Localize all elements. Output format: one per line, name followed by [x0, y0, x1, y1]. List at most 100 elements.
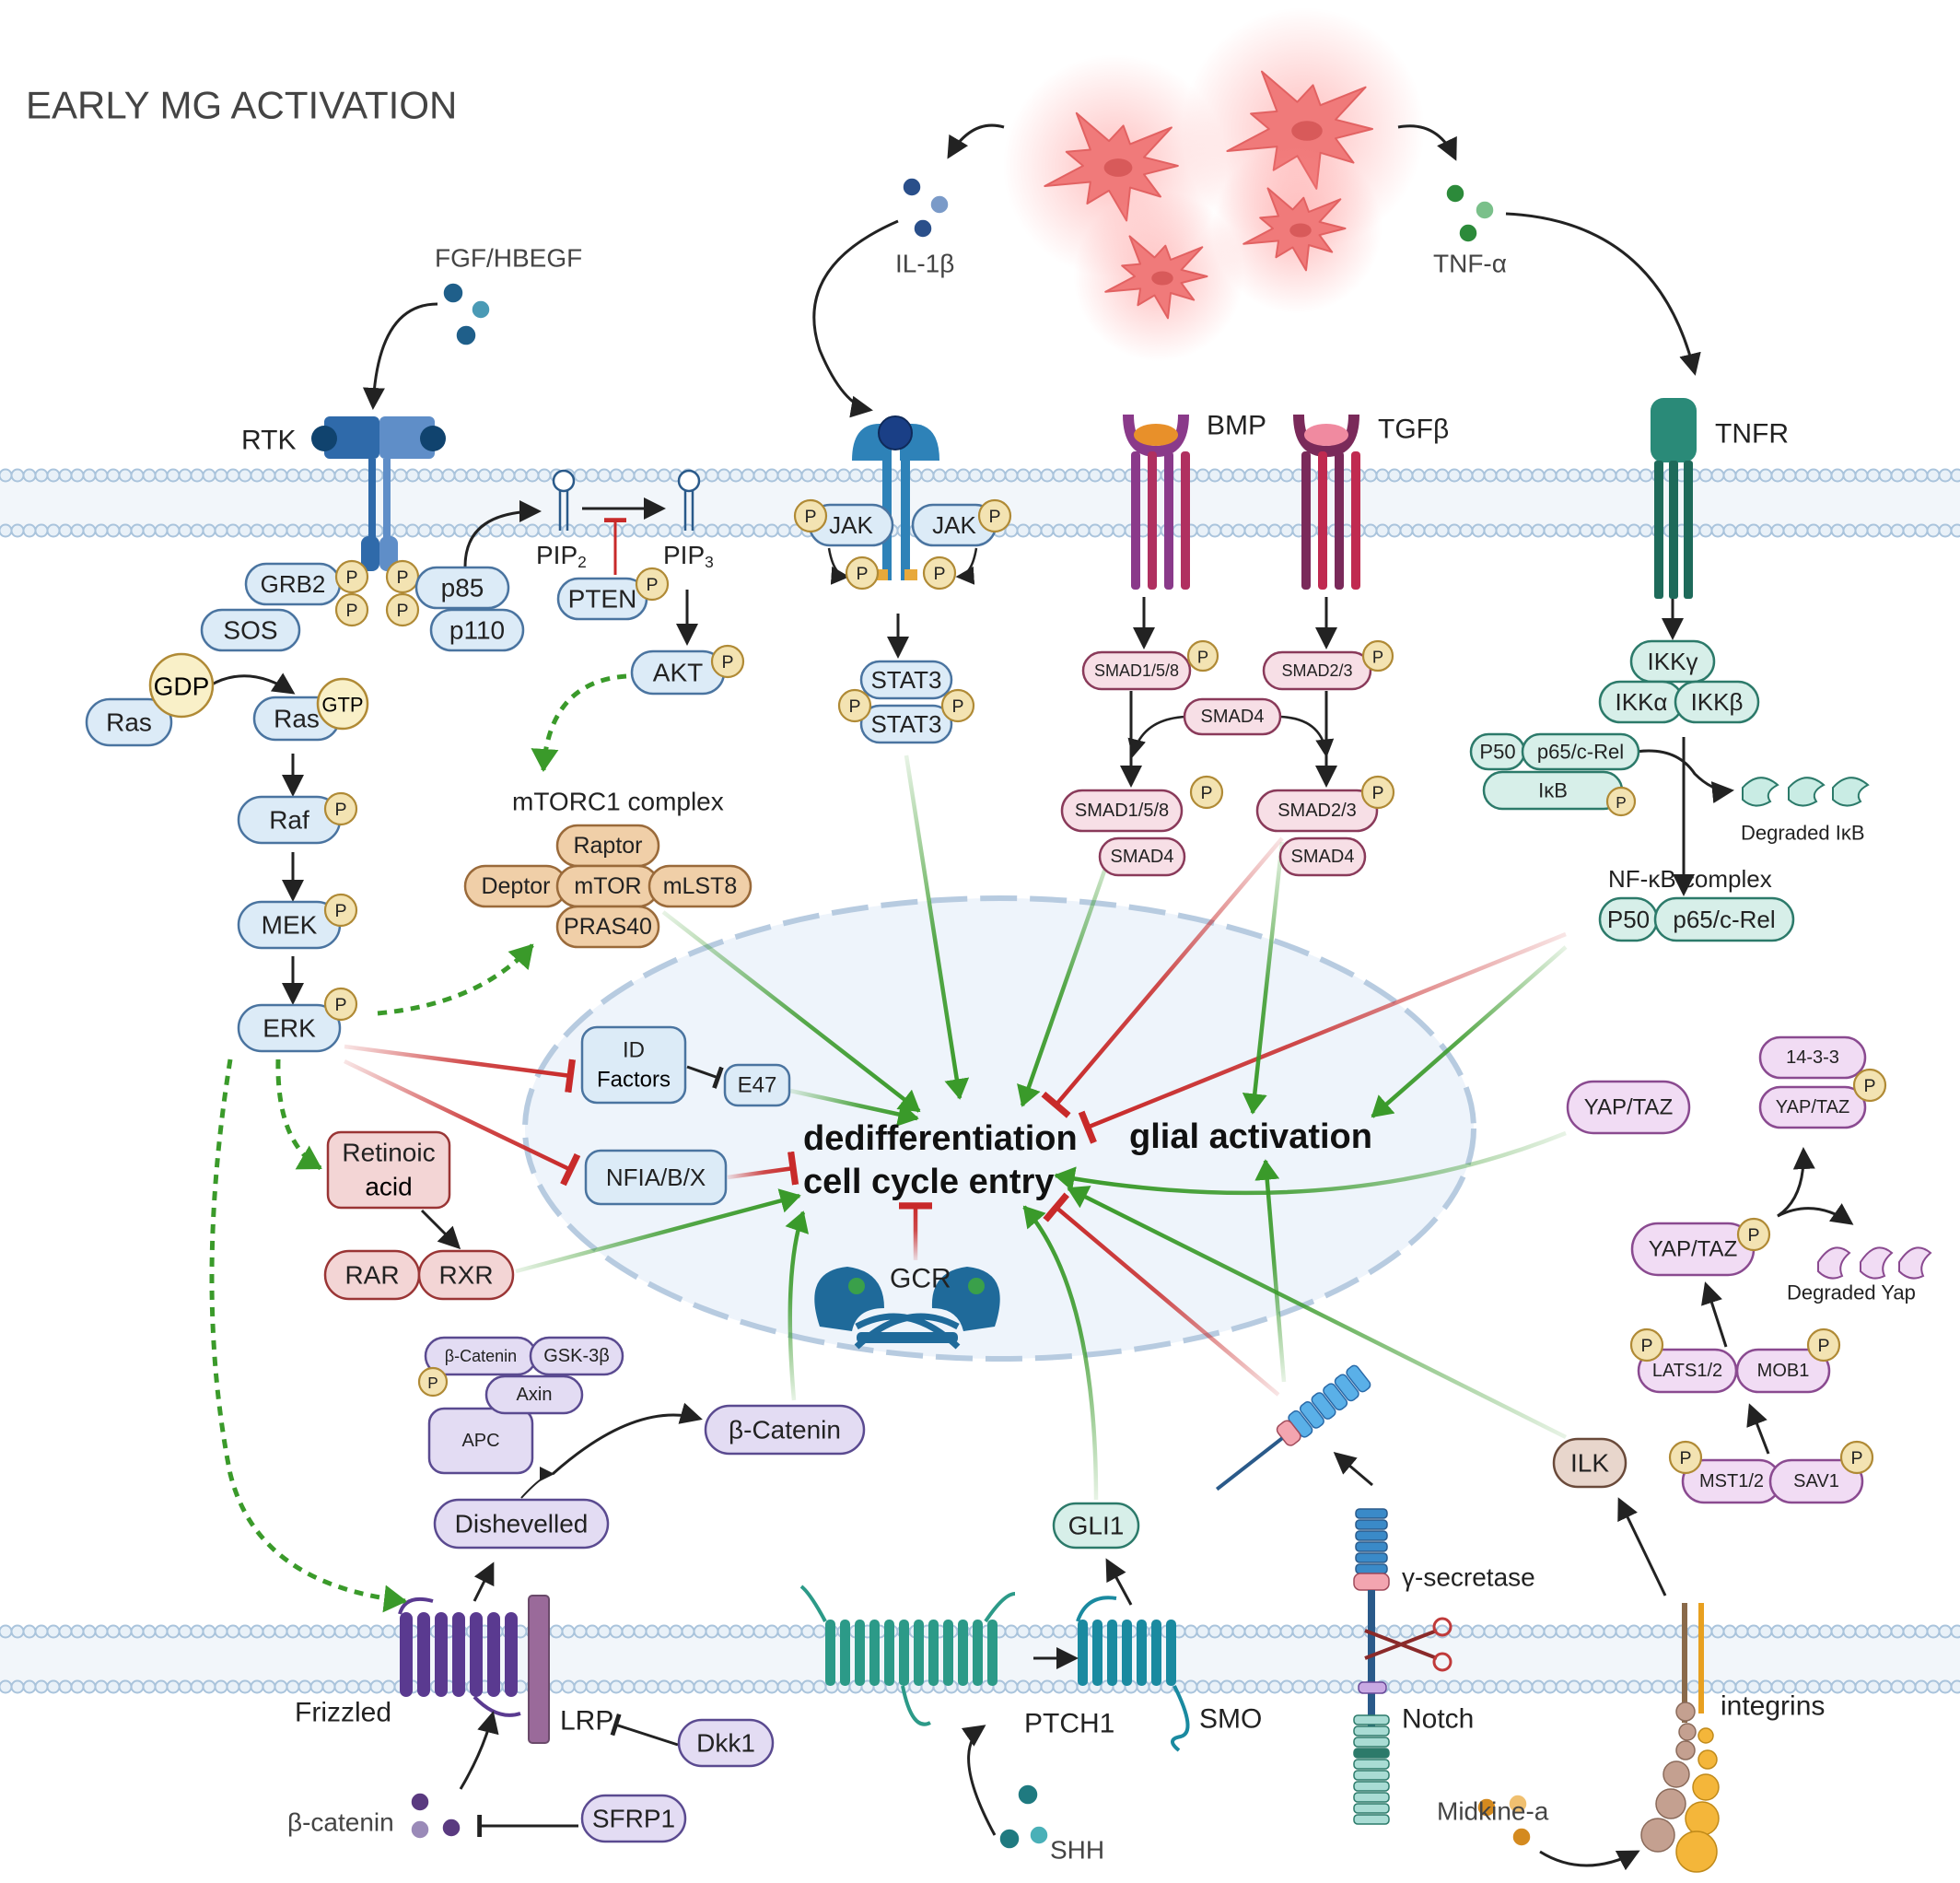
tnfr-chain: [1684, 461, 1693, 599]
lipid-head: [309, 523, 324, 538]
rxr-node: RXR: [417, 1249, 515, 1301]
nfkb-label: NF-κB complex: [1608, 865, 1772, 893]
degraded-ikb-label: Degraded IκB: [1741, 822, 1865, 845]
ligand-particle: [441, 1818, 461, 1838]
lipid-head: [597, 468, 612, 483]
notch-egf-repeat: [1355, 1541, 1388, 1552]
smad4-free-node-label: SMAD4: [1201, 707, 1265, 727]
stat3-bottom-node: STAT3: [859, 704, 953, 744]
sos-node: SOS: [200, 608, 301, 652]
id-factors-line2: Factors: [597, 1068, 671, 1093]
rtk-ecd-left: [324, 416, 379, 459]
lipid-head: [717, 523, 731, 538]
jak-right-p: P: [977, 498, 1012, 533]
lipid-head: [573, 1624, 588, 1639]
lipid-head: [549, 1679, 564, 1694]
smo-receptor: [1076, 1596, 1190, 1752]
notch-ank-repeat: [1353, 1792, 1390, 1803]
lipid-head: [1938, 1679, 1953, 1694]
lipid-head: [1231, 523, 1246, 538]
lipid-head: [741, 1679, 755, 1694]
gsecretase-label: γ-secretase: [1402, 1563, 1535, 1592]
grb2-node: GRB2: [244, 562, 342, 606]
act-ilk-to-outcome: [1067, 1186, 1568, 1440]
lipid-head: [1698, 523, 1713, 538]
ptch1-helix: [899, 1620, 909, 1686]
lipid-head: [1639, 1624, 1653, 1639]
integrin-beta-domain: [1698, 1749, 1718, 1770]
rtk-tm-left: [368, 459, 376, 542]
axin-node-shape: [484, 1374, 584, 1415]
yaptaz-1433-node-shape: [1758, 1085, 1867, 1129]
gtp-node: GTP: [316, 677, 369, 731]
lipid-head: [1423, 523, 1438, 538]
inh-nfkb-to-outcome: [1078, 931, 1567, 1144]
ptch1-helix: [973, 1620, 983, 1686]
phosphate-label: P: [1200, 783, 1212, 803]
lipid-head: [1818, 1624, 1833, 1639]
lipid-head: [1794, 468, 1809, 483]
pip3-label-sub: 3: [705, 553, 714, 571]
phosphate-label: P: [848, 696, 860, 717]
lipid-head: [800, 1679, 815, 1694]
integrin-beta-domain: [1698, 1727, 1714, 1744]
lipid-head: [202, 1624, 216, 1639]
lipid-head: [1483, 1679, 1498, 1694]
lipid-head: [1064, 523, 1079, 538]
lipid-head: [58, 1624, 73, 1639]
lipid-head: [537, 468, 552, 483]
lipid-head: [585, 523, 600, 538]
inh-nfia-to-outcome: [727, 1151, 799, 1186]
arrow-cell-to-il1b: [947, 123, 1005, 159]
phosphate-label: P: [345, 601, 357, 621]
ptch1-helix: [928, 1620, 939, 1686]
phosphate-label: P: [856, 564, 868, 584]
ikb-node: IκB: [1482, 770, 1624, 811]
lipid-head: [1339, 1679, 1354, 1694]
lipid-head: [70, 1679, 85, 1694]
phosphate-label: P: [396, 567, 408, 588]
lipid-head: [1531, 1679, 1546, 1694]
lipid-head: [1830, 1679, 1845, 1694]
integrin-beta-domain: [1675, 1830, 1718, 1873]
tnfr-chain: [1654, 461, 1663, 599]
smo-ecd: [1076, 1596, 1117, 1622]
lipid-head: [286, 1679, 300, 1694]
smad158-top-node: SMAD1/5/8: [1081, 650, 1192, 691]
pip2-label-sub: 2: [578, 553, 587, 571]
lipid-head: [1399, 523, 1414, 538]
dishevelled-node-label: Dishevelled: [455, 1510, 589, 1538]
ras-gtp-node-label: Ras: [274, 705, 320, 733]
ptch1-loops: [799, 1585, 1016, 1623]
ilk-node-shape: [1552, 1437, 1628, 1489]
lipid-head: [22, 523, 37, 538]
lipid-head: [1100, 468, 1114, 483]
notch-egf-repeat: [1355, 1508, 1388, 1519]
notch-ank-repeat: [1353, 1781, 1390, 1792]
lipid-head: [1926, 523, 1941, 538]
lipid-head: [1471, 1624, 1486, 1639]
mob1-node-label: MOB1: [1757, 1361, 1810, 1381]
lipid-head: [1435, 1679, 1450, 1694]
lipid-head: [1100, 523, 1114, 538]
raptor-node: Raptor: [555, 824, 660, 868]
dishevelled-node: Dishevelled: [433, 1498, 610, 1550]
lipid-head: [226, 1624, 240, 1639]
lipid-head: [345, 1679, 360, 1694]
lipid-head: [1459, 523, 1474, 538]
lipid-head: [1842, 468, 1857, 483]
lipid-head: [142, 468, 157, 483]
mek-p-circle: [323, 893, 358, 928]
lipid-head: [1435, 523, 1450, 538]
lipid-head: [0, 1624, 13, 1639]
degraded-ikb-fragments: [1742, 777, 1870, 807]
shh-label: SHH: [1050, 1836, 1104, 1865]
lipid-head: [537, 523, 552, 538]
notch-ank-repeat: [1353, 1714, 1390, 1725]
lipid-head: [1794, 523, 1809, 538]
tnfa-label: TNF-α: [1433, 250, 1507, 278]
lipid-head: [609, 1679, 624, 1694]
lipid-head: [1830, 523, 1845, 538]
degraded-yap-fragments: [1817, 1246, 1932, 1280]
lipid-head: [1088, 523, 1102, 538]
